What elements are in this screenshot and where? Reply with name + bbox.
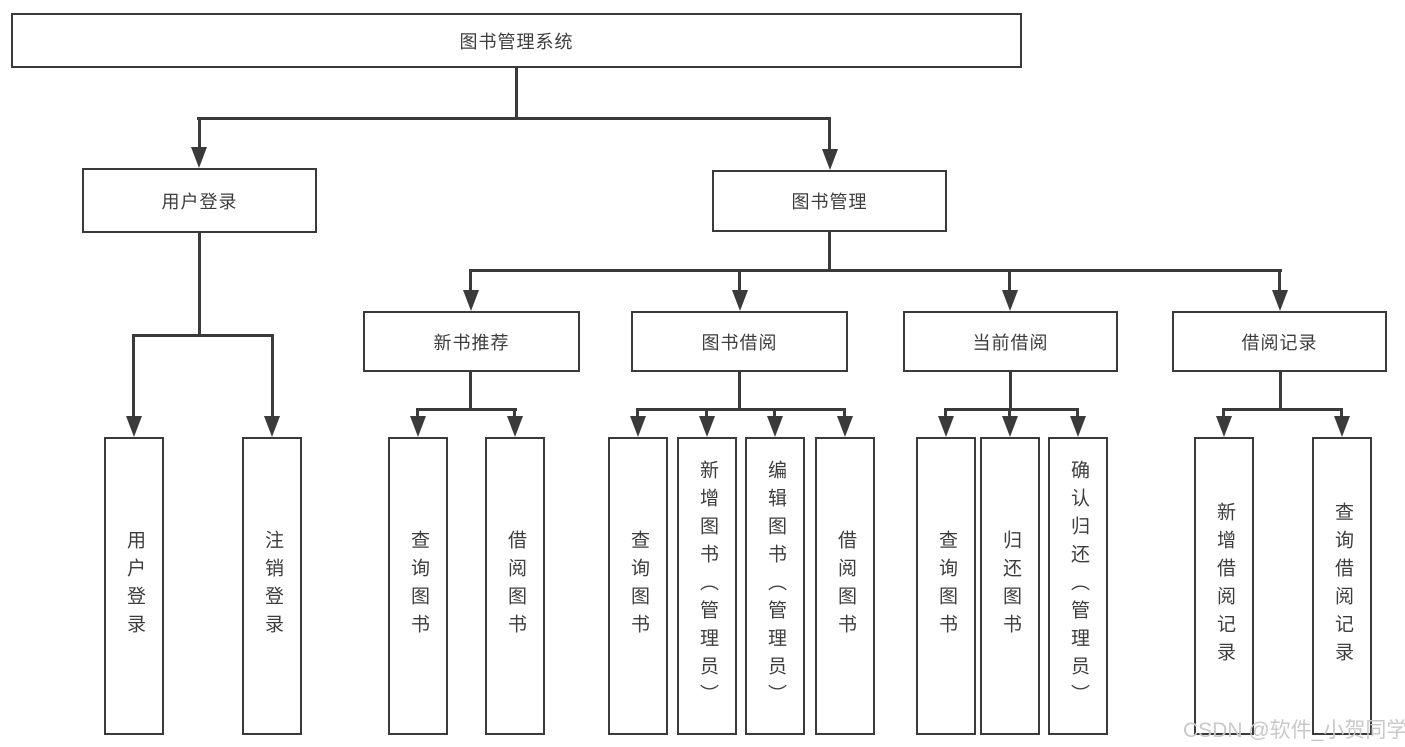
connector-line [828,117,831,152]
leaf-borrow-books-recommend: 借阅图书 [485,437,545,735]
csdn-watermark: CSDN @软件_小贺同学 [1183,719,1405,742]
leaf-label: 编辑图书（管理员） [764,460,786,712]
leaf-borrow-books: 借阅图书 [815,437,875,735]
arrow-down-icon [1216,416,1232,437]
connector-line [197,117,831,120]
connector-line [636,408,639,419]
leaf-query-borrow-record: 查询借阅记录 [1312,437,1372,735]
arrow-down-icon [1272,290,1288,311]
leaf-label: 查询图书 [627,530,649,642]
connector-line [469,372,472,411]
connector-line [198,233,201,337]
arrow-down-icon [767,416,783,437]
connector-line [828,232,831,272]
leaf-edit-book-admin: 编辑图书（管理员） [745,437,805,735]
leaf-label: 查询借阅记录 [1331,502,1353,670]
connector-line [945,408,1079,411]
leaf-label: 新增借阅记录 [1213,502,1235,670]
arrow-down-icon [699,416,715,437]
leaf-label: 查询图书 [935,530,957,642]
arrow-down-icon [822,149,838,170]
leaf-add-book-admin: 新增图书（管理员） [677,437,737,735]
connector-line [469,269,1282,272]
arrow-down-icon [264,416,280,437]
connector-line [1009,372,1012,411]
connector-line [1340,408,1343,419]
connector-line [513,408,516,419]
connector-line [738,269,741,292]
connector-line [705,408,708,419]
connector-line [198,117,201,150]
leaf-label: 归还图书 [999,530,1021,642]
connector-line [637,408,846,411]
leaf-label: 确认归还（管理员） [1067,460,1089,712]
node-new-book-recommend: 新书推荐 [363,311,580,372]
connector-line [944,408,947,419]
arrow-down-icon [938,416,954,437]
connector-line [132,334,135,418]
leaf-add-borrow-record: 新增借阅记录 [1194,437,1254,735]
node-current-borrow: 当前借阅 [903,311,1118,372]
connector-line [738,372,741,411]
leaf-user-login: 用户登录 [104,437,164,735]
leaf-label: 用户登录 [123,530,145,642]
connector-line [843,408,846,419]
connector-line [773,408,776,419]
connector-line [1223,408,1343,411]
leaf-logout: 注销登录 [242,437,302,735]
arrow-down-icon [1334,416,1350,437]
connector-line [1222,408,1225,419]
node-user-login: 用户登录 [82,168,317,233]
leaf-label: 借阅图书 [834,530,856,642]
leaf-label: 注销登录 [261,530,283,642]
arrow-down-icon [630,416,646,437]
node-borrow-records: 借阅记录 [1172,311,1387,372]
connector-line [416,408,419,419]
leaf-query-books-current: 查询图书 [916,437,976,735]
connector-line [1008,408,1011,419]
node-book-management: 图书管理 [712,170,947,232]
leaf-query-books-borrow: 查询图书 [608,437,668,735]
connector-line [1279,372,1282,411]
arrow-down-icon [732,290,748,311]
leaf-query-books-recommend: 查询图书 [388,437,448,735]
node-book-borrow: 图书借阅 [631,311,848,372]
arrow-down-icon [191,147,207,168]
arrow-down-icon [1002,416,1018,437]
connector-line [417,408,517,411]
connector-line [515,68,518,118]
connector-line [1278,269,1281,292]
arrow-down-icon [126,416,142,437]
arrow-down-icon [1002,290,1018,311]
leaf-label: 新增图书（管理员） [696,460,718,712]
leaf-label: 借阅图书 [504,530,526,642]
connector-line [271,334,274,418]
node-root: 图书管理系统 [11,13,1022,68]
arrow-down-icon [507,416,523,437]
connector-line [133,334,273,337]
leaf-return-book: 归还图书 [980,437,1040,735]
connector-line [469,269,472,292]
arrow-down-icon [837,416,853,437]
leaf-label: 查询图书 [407,530,429,642]
arrow-down-icon [410,416,426,437]
connector-line [1008,269,1011,292]
leaf-confirm-return-admin: 确认归还（管理员） [1048,437,1108,735]
connector-line [1076,408,1079,419]
arrow-down-icon [463,290,479,311]
arrow-down-icon [1070,416,1086,437]
